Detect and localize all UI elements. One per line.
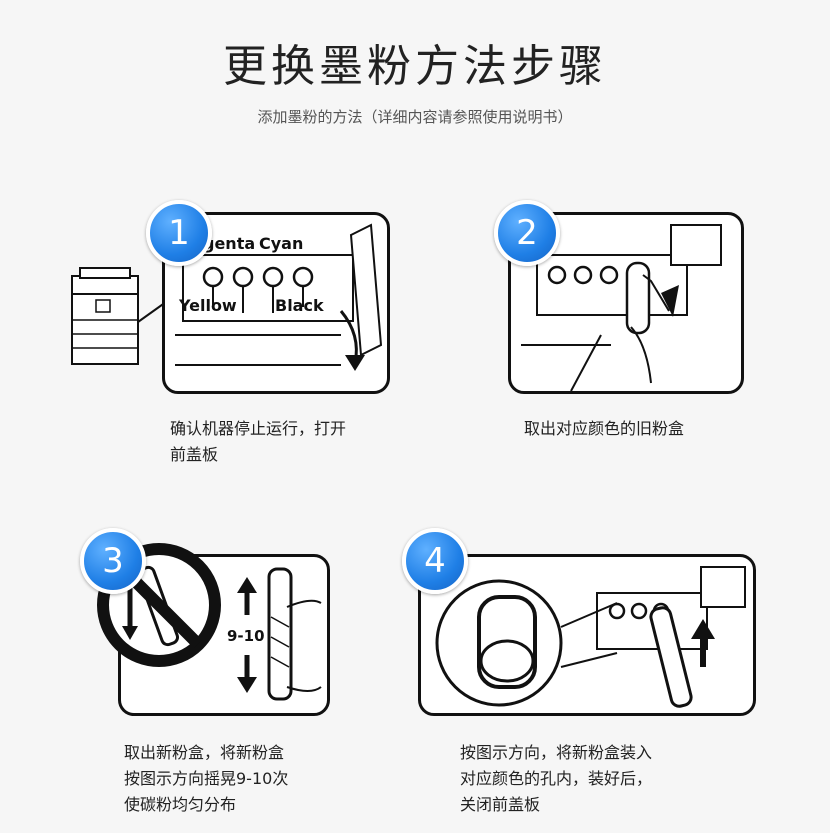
step-1-badge: 1 — [146, 200, 212, 266]
step-1-caption: 确认机器停止运行，打开 前盖板 — [170, 419, 347, 464]
step-1-illustration: genta Cyan Yellow Black — [175, 223, 383, 371]
step-4-panel — [418, 554, 756, 716]
toner-label-cyan: Cyan — [259, 234, 303, 253]
toner-label-yellow: Yellow — [178, 296, 237, 315]
shake-count-label: 9-10 — [227, 627, 265, 645]
step-2-illustration — [521, 224, 722, 391]
step-2-badge: 2 — [494, 200, 560, 266]
toner-label-magenta: genta — [203, 234, 255, 253]
step-4-illustration — [435, 566, 746, 708]
step-3-illustration: 9-10 — [227, 567, 322, 701]
step-3-badge: 3 — [80, 528, 146, 594]
page-subtitle: 添加墨粉的方法（详细内容请参照使用说明书） — [257, 108, 573, 126]
step-4-caption: 按图示方向，将新粉盒装入 对应颜色的孔内，装好后， 关闭前盖板 — [460, 743, 653, 814]
step-1-panel: genta Cyan Yellow Black — [162, 212, 390, 394]
toner-label-black: Black — [275, 296, 324, 315]
step-2-caption: 取出对应颜色的旧粉盒 — [524, 419, 685, 438]
step-4-badge: 4 — [402, 528, 468, 594]
page-title: 更换墨粉方法步骤 — [223, 41, 607, 92]
copier-illustration — [71, 267, 167, 365]
step-3-caption: 取出新粉盒，将新粉盒 按图示方向摇晃9-10次 使碳粉均匀分布 — [124, 743, 289, 814]
